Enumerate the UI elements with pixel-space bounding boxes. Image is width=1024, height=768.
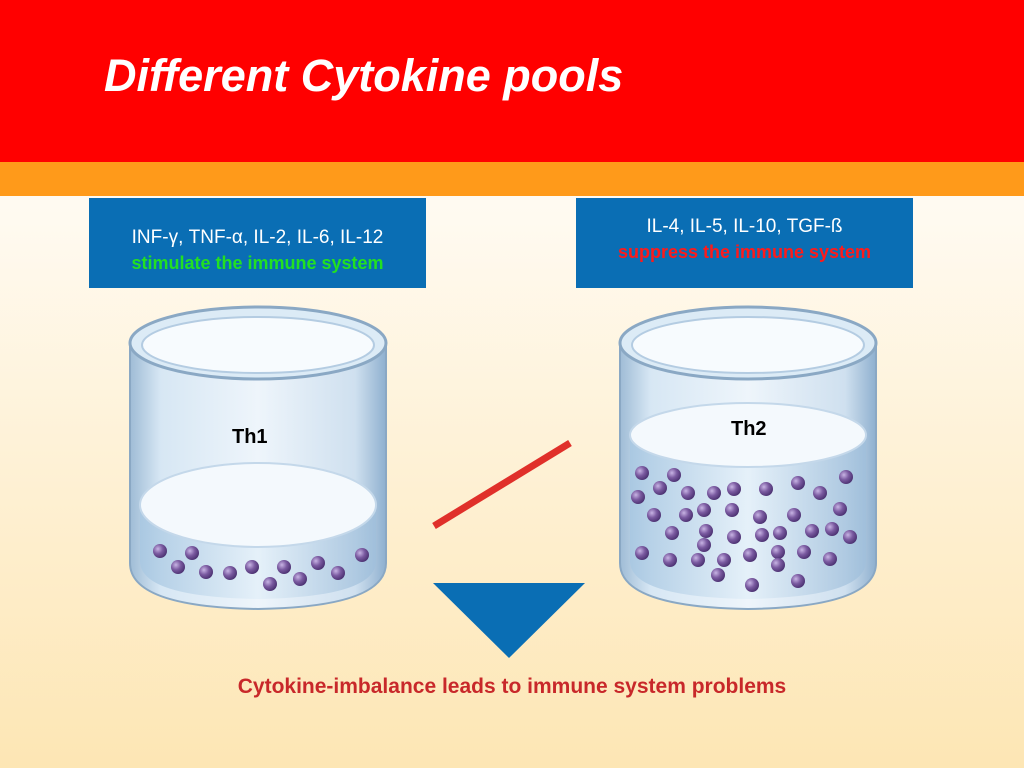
title-banner xyxy=(0,0,1024,162)
cell-sphere-icon xyxy=(743,548,757,562)
cell-sphere-icon xyxy=(797,545,811,559)
cell-sphere-icon xyxy=(745,578,759,592)
cell-sphere-icon xyxy=(199,565,213,579)
cell-sphere-icon xyxy=(171,560,185,574)
cell-sphere-icon xyxy=(839,470,853,484)
cell-sphere-icon xyxy=(331,566,345,580)
cell-sphere-icon xyxy=(697,538,711,552)
triangle-down-icon xyxy=(433,583,585,658)
cell-sphere-icon xyxy=(727,530,741,544)
cell-sphere-icon xyxy=(663,553,677,567)
cell-sphere-icon xyxy=(667,468,681,482)
cell-sphere-icon xyxy=(245,560,259,574)
cell-sphere-icon xyxy=(699,524,713,538)
cell-sphere-icon xyxy=(813,486,827,500)
cell-sphere-icon xyxy=(771,545,785,559)
th1-cytokine-list: INF-γ, TNF-α, IL-2, IL-6, IL-12 xyxy=(131,227,384,248)
th2-cytokine-box: IL-4, IL-5, IL-10, TGF-ß suppress the im… xyxy=(576,198,913,288)
cell-sphere-icon xyxy=(653,481,667,495)
balance-beam-line xyxy=(432,440,572,529)
slide-title: Different Cytokine pools xyxy=(104,50,624,101)
cell-sphere-icon xyxy=(263,577,277,591)
cell-sphere-icon xyxy=(771,558,785,572)
cell-sphere-icon xyxy=(843,530,857,544)
th1-effect-text: stimulate the immune system xyxy=(131,253,384,273)
cell-sphere-icon xyxy=(833,502,847,516)
th2-cytokine-list: IL-4, IL-5, IL-10, TGF-ß xyxy=(646,216,843,237)
cell-sphere-icon xyxy=(635,546,649,560)
cell-sphere-icon xyxy=(805,524,819,538)
cell-sphere-icon xyxy=(311,556,325,570)
cell-sphere-icon xyxy=(755,528,769,542)
cell-sphere-icon xyxy=(277,560,291,574)
th2-beaker-icon xyxy=(618,305,878,611)
cell-sphere-icon xyxy=(185,546,199,560)
cell-sphere-icon xyxy=(697,503,711,517)
th1-cell-cluster xyxy=(153,544,369,591)
cell-sphere-icon xyxy=(631,490,645,504)
cell-sphere-icon xyxy=(153,544,167,558)
cell-sphere-icon xyxy=(725,503,739,517)
cell-sphere-icon xyxy=(823,552,837,566)
th2-cell-cluster xyxy=(631,466,857,592)
th2-effect-text: suppress the immune system xyxy=(617,242,872,262)
cell-sphere-icon xyxy=(223,566,237,580)
cell-sphere-icon xyxy=(753,510,767,524)
cell-sphere-icon xyxy=(759,482,773,496)
conclusion-text: Cytokine-imbalance leads to immune syste… xyxy=(237,675,787,698)
cell-sphere-icon xyxy=(355,548,369,562)
cell-sphere-icon xyxy=(681,486,695,500)
cell-sphere-icon xyxy=(707,486,721,500)
cell-sphere-icon xyxy=(717,553,731,567)
cell-sphere-icon xyxy=(727,482,741,496)
th1-label: Th1 xyxy=(232,426,268,448)
cell-sphere-icon xyxy=(773,526,787,540)
th1-beaker-icon xyxy=(128,305,388,611)
cell-sphere-icon xyxy=(665,526,679,540)
cell-sphere-icon xyxy=(825,522,839,536)
title-stripe xyxy=(0,162,1024,196)
cell-sphere-icon xyxy=(679,508,693,522)
cell-sphere-icon xyxy=(691,553,705,567)
cell-sphere-icon xyxy=(791,574,805,588)
cell-sphere-icon xyxy=(293,572,307,586)
cell-sphere-icon xyxy=(711,568,725,582)
cell-sphere-icon xyxy=(635,466,649,480)
balance-scale xyxy=(432,440,585,658)
th2-label: Th2 xyxy=(731,418,767,440)
cell-sphere-icon xyxy=(647,508,661,522)
cell-sphere-icon xyxy=(787,508,801,522)
th1-cytokine-box: INF-γ, TNF-α, IL-2, IL-6, IL-12 stimulat… xyxy=(89,198,426,288)
cell-sphere-icon xyxy=(791,476,805,490)
